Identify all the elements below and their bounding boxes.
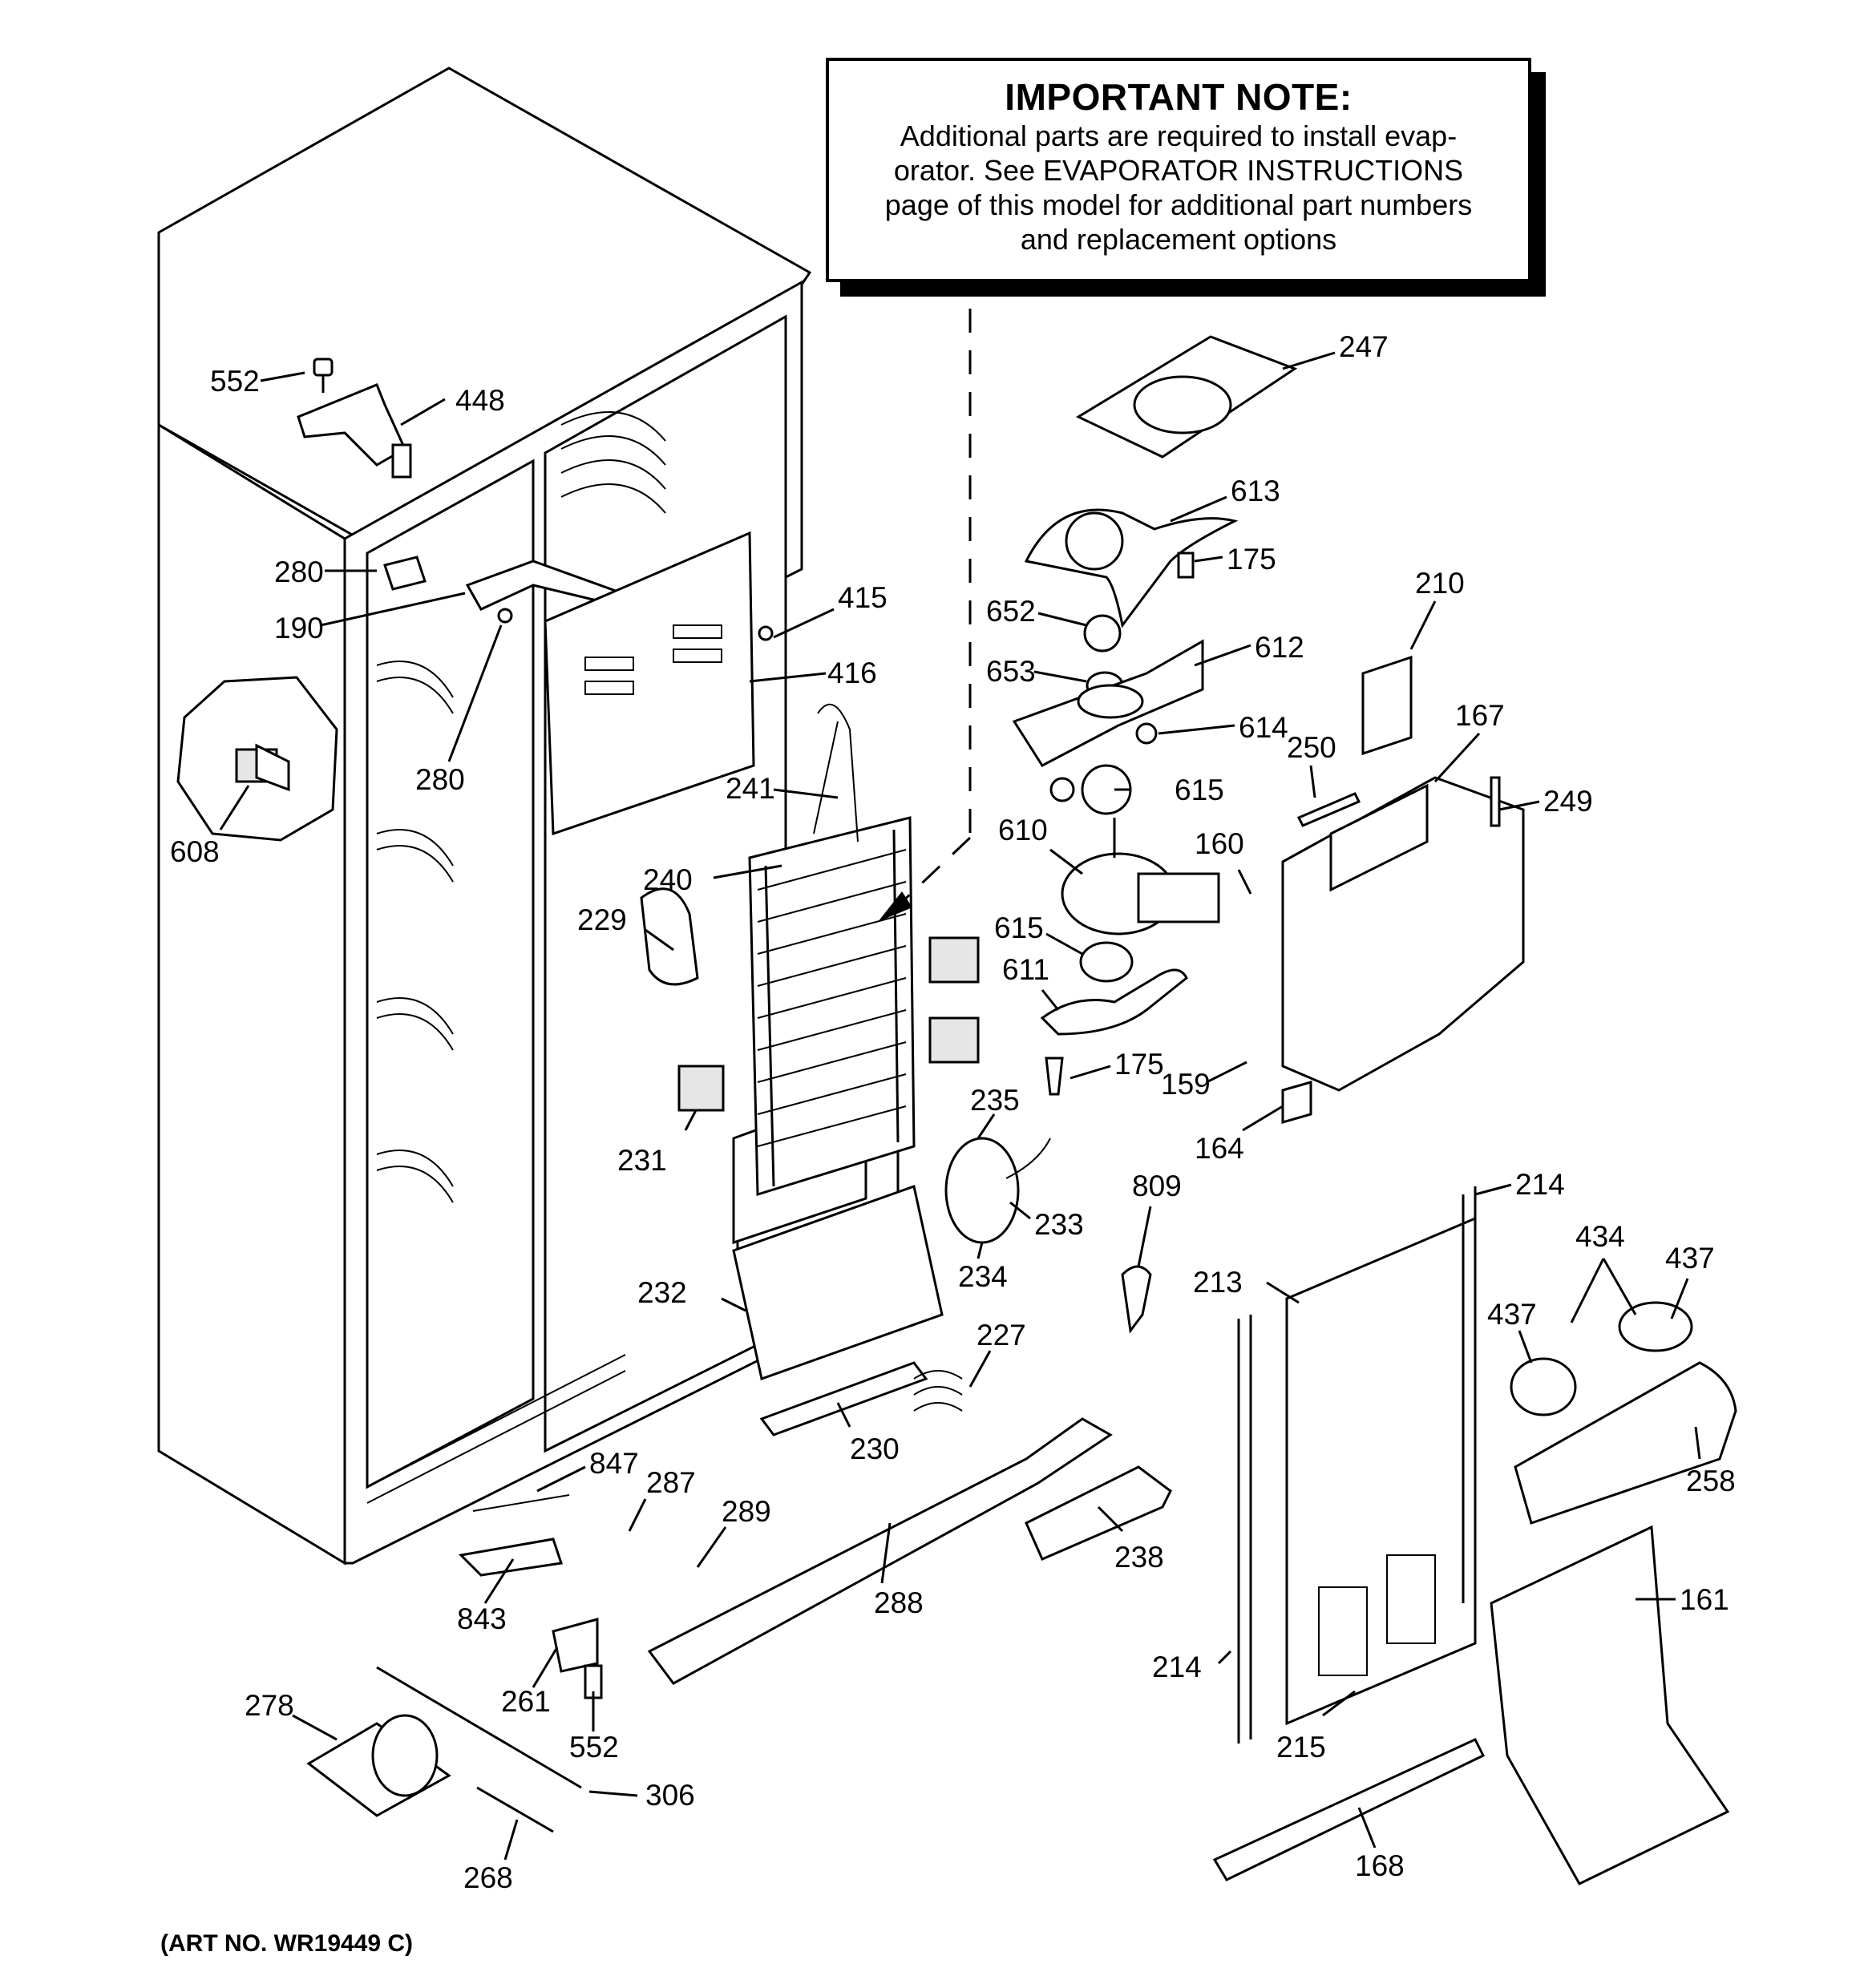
label-210: 210 — [1415, 567, 1465, 600]
label-287: 287 — [646, 1466, 696, 1499]
label-608: 608 — [170, 835, 220, 868]
label-614: 614 — [1239, 711, 1288, 744]
label-175-a: 175 — [1227, 543, 1276, 576]
label-164: 164 — [1195, 1132, 1244, 1165]
label-160: 160 — [1195, 827, 1244, 860]
label-159: 159 — [1161, 1068, 1211, 1101]
label-615-b: 615 — [994, 911, 1044, 944]
duct-assembly — [1121, 655, 1525, 1334]
label-268: 268 — [463, 1861, 513, 1894]
important-note-box: IMPORTANT NOTE: Additional parts are req… — [826, 58, 1531, 282]
label-215: 215 — [1276, 1731, 1326, 1764]
part-608-inset — [176, 676, 338, 842]
label-809: 809 — [1132, 1170, 1182, 1202]
art-number-footer: (ART NO. WR19449 C) — [160, 1930, 414, 1957]
label-168: 168 — [1355, 1849, 1405, 1882]
label-288: 288 — [874, 1586, 924, 1619]
label-615-a: 615 — [1175, 774, 1224, 806]
label-238: 238 — [1114, 1541, 1164, 1574]
label-190: 190 — [274, 612, 324, 644]
label-258: 258 — [1686, 1465, 1736, 1497]
label-847: 847 — [589, 1447, 639, 1480]
label-234: 234 — [958, 1260, 1008, 1293]
label-240: 240 — [643, 863, 693, 896]
label-552-bot: 552 — [569, 1731, 619, 1764]
label-213: 213 — [1193, 1266, 1243, 1299]
evaporator-assembly — [640, 703, 980, 1436]
important-note-line-2: orator. See EVAPORATOR INSTRUCTIONS — [893, 154, 1464, 187]
leader-lines — [219, 351, 1701, 1861]
label-175-b: 175 — [1114, 1048, 1164, 1081]
label-552-top: 552 — [210, 365, 260, 398]
label-611: 611 — [1002, 953, 1049, 986]
label-261: 261 — [501, 1685, 551, 1718]
heater-part — [944, 1137, 1051, 1244]
important-note-line-1: Additional parts are required to install… — [900, 119, 1458, 152]
label-229: 229 — [577, 903, 627, 936]
label-415: 415 — [838, 581, 888, 614]
important-note-line-3: page of this model for additional part n… — [884, 188, 1473, 221]
label-214-a: 214 — [1515, 1168, 1565, 1201]
label-437-a: 437 — [1665, 1242, 1715, 1275]
label-214-b: 214 — [1152, 1651, 1202, 1683]
label-278: 278 — [245, 1689, 294, 1722]
label-652: 652 — [986, 595, 1036, 628]
label-227: 227 — [976, 1319, 1026, 1352]
label-434: 434 — [1575, 1220, 1625, 1253]
label-232: 232 — [637, 1276, 687, 1309]
top-hinge-parts — [297, 358, 412, 479]
label-289: 289 — [722, 1495, 771, 1528]
label-161: 161 — [1680, 1583, 1729, 1616]
label-241: 241 — [726, 772, 775, 805]
label-437-b: 437 — [1487, 1298, 1537, 1331]
label-235: 235 — [970, 1084, 1020, 1117]
label-280-a: 280 — [274, 556, 324, 588]
label-250: 250 — [1287, 731, 1336, 764]
part-labels: 552 448 280 190 280 608 415 416 241 240 … — [170, 330, 1736, 1894]
label-610: 610 — [998, 814, 1048, 847]
back-panel-parts — [383, 531, 774, 836]
label-231: 231 — [617, 1144, 667, 1177]
label-249: 249 — [1543, 785, 1593, 818]
important-note-title: IMPORTANT NOTE: — [1005, 76, 1353, 118]
bottom-parts — [306, 1417, 1172, 1833]
important-note-line-4: and replacement options — [1020, 223, 1337, 256]
label-613: 613 — [1231, 475, 1280, 507]
label-233: 233 — [1034, 1208, 1084, 1241]
label-167: 167 — [1455, 699, 1505, 732]
fan-motor-stack — [1012, 335, 1298, 1096]
label-612: 612 — [1255, 631, 1304, 664]
label-306: 306 — [645, 1779, 695, 1812]
label-448: 448 — [455, 384, 505, 417]
lower-panel-parts — [1212, 1186, 1737, 1885]
label-653: 653 — [986, 655, 1036, 688]
label-230: 230 — [850, 1432, 900, 1465]
label-247: 247 — [1339, 330, 1389, 363]
label-843: 843 — [457, 1602, 507, 1635]
label-280-b: 280 — [415, 763, 465, 796]
label-416: 416 — [827, 657, 877, 689]
